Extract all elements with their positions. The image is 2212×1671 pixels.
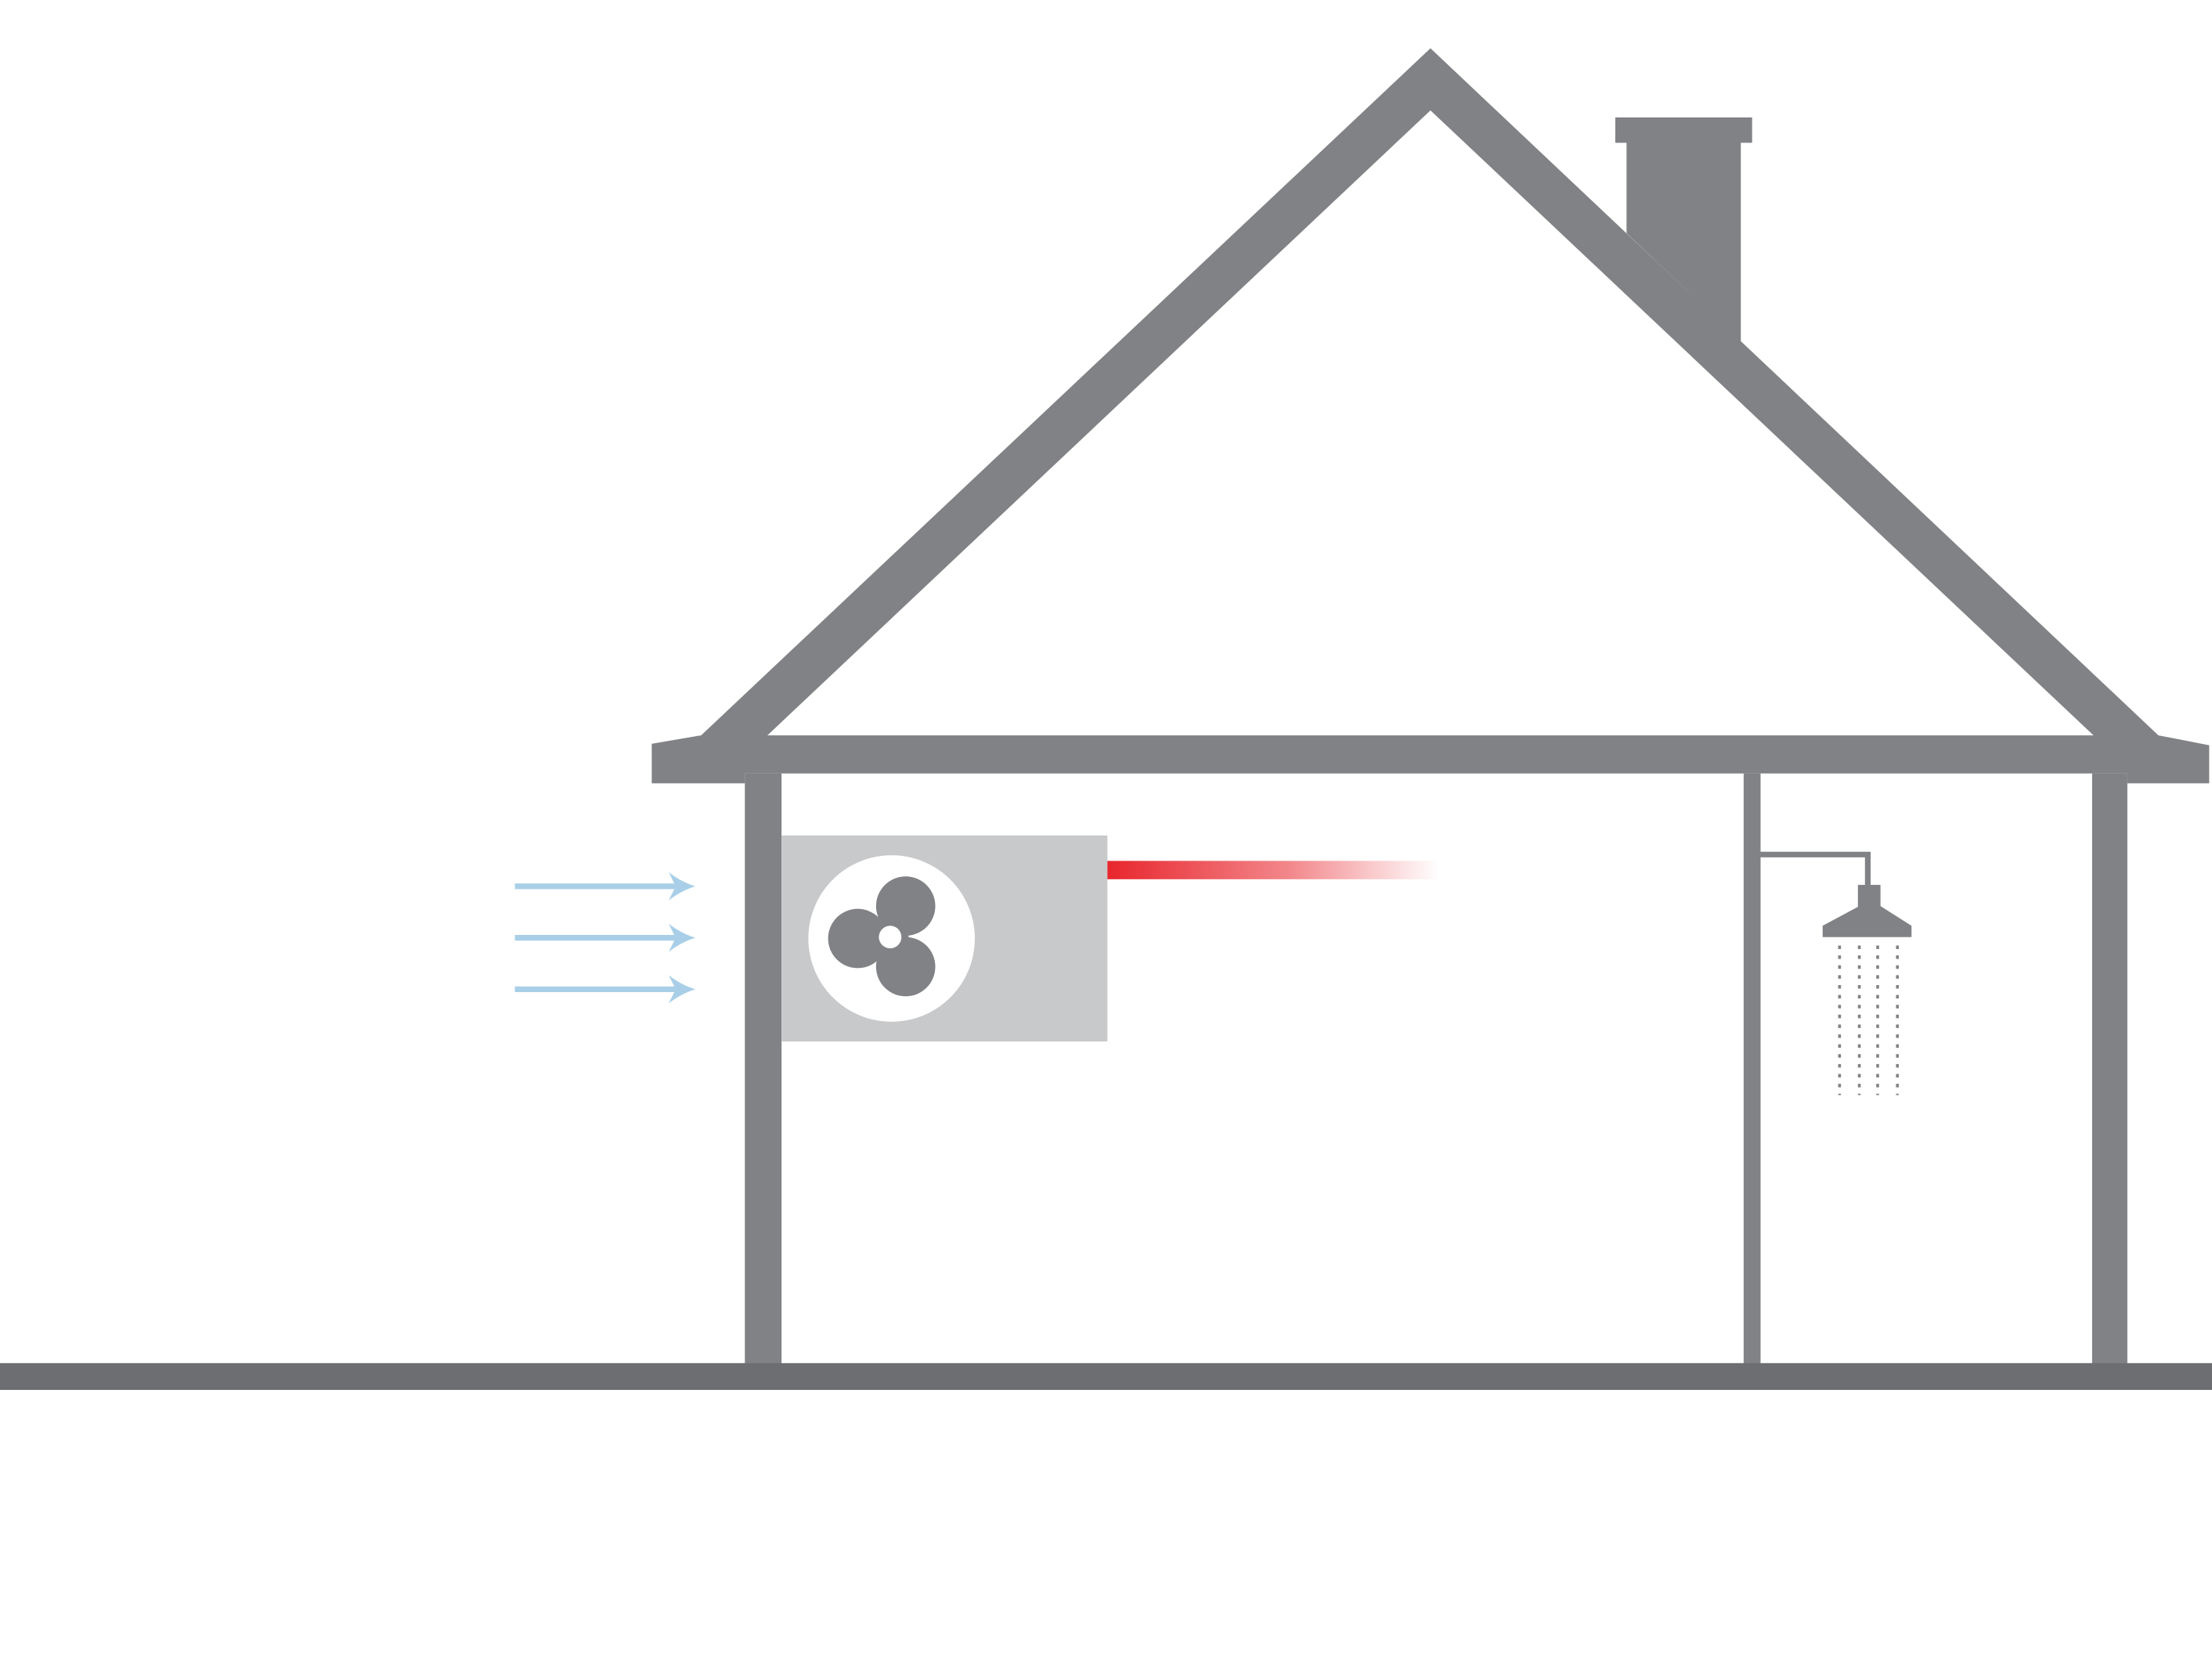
fan-icon xyxy=(808,855,975,1022)
roof xyxy=(651,48,2210,784)
attic-space xyxy=(767,110,2094,736)
shower-neck xyxy=(1857,885,1881,908)
arrow-right-icon xyxy=(514,975,696,1004)
shower-icon xyxy=(1760,851,1912,1095)
air-flow-arrows xyxy=(514,872,696,1004)
chimney xyxy=(1615,117,1752,342)
right-wall xyxy=(2091,773,2127,1366)
fan-blade xyxy=(828,908,888,969)
heat-pump-unit xyxy=(781,836,1108,1042)
shower-pipe xyxy=(1760,851,1871,886)
left-wall xyxy=(745,773,782,1366)
chimney-stack xyxy=(1615,117,1752,342)
shower-water xyxy=(1838,945,1900,1095)
ground-line xyxy=(0,1362,2212,1391)
fan-center xyxy=(879,926,902,949)
interior-wall xyxy=(1743,773,1761,1366)
arrow-right-icon xyxy=(514,923,696,952)
arrow-right-icon xyxy=(514,872,696,900)
heat-pipe xyxy=(1107,861,1439,879)
shower-head xyxy=(1822,906,1912,937)
